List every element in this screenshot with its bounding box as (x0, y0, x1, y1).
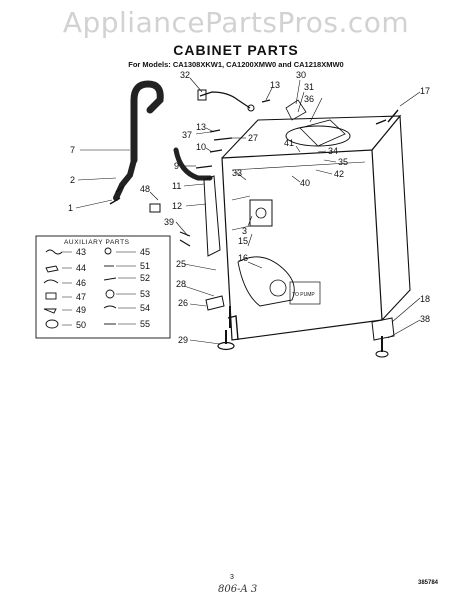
callout-29: 29 (178, 335, 188, 345)
callout-46: 46 (76, 278, 86, 288)
callout-43: 43 (76, 247, 86, 257)
callout-25: 25 (176, 259, 186, 269)
callout-55: 55 (140, 319, 150, 329)
callout-51: 51 (140, 261, 150, 271)
callout-37: 37 (182, 130, 192, 140)
callout-15: 15 (238, 236, 248, 246)
callout-28: 28 (176, 279, 186, 289)
callout-labels: 32 13 30 31 36 17 7 37 27 13 10 41 34 35… (68, 70, 430, 345)
callout-48: 48 (140, 184, 150, 194)
wire-harness (199, 91, 251, 109)
callout-2: 2 (70, 175, 75, 185)
callout-34: 34 (328, 146, 338, 156)
callout-53: 53 (140, 289, 150, 299)
callout-45: 45 (140, 247, 150, 257)
callout-44: 44 (76, 263, 86, 273)
callout-13: 13 (270, 80, 280, 90)
callout-36: 36 (304, 94, 314, 104)
callout-7: 7 (70, 145, 75, 155)
auxiliary-parts-title: AUXILIARY PARTS (64, 239, 130, 246)
auxiliary-parts-box (35, 235, 171, 339)
callout-35: 35 (338, 157, 348, 167)
callout-11: 11 (172, 181, 181, 191)
callout-38: 38 (420, 314, 430, 324)
rear-panel-bracket (203, 175, 221, 257)
document-code: 385784 (418, 580, 439, 586)
callout-49: 49 (76, 305, 86, 315)
callout-16: 16 (238, 253, 248, 263)
callout-41: 41 (284, 138, 294, 148)
callout-9: 9 (174, 161, 179, 171)
callout-47: 47 (76, 292, 86, 302)
callout-3: 3 (242, 226, 247, 236)
page-title: CABINET PARTS (173, 42, 299, 58)
callout-39: 39 (164, 217, 174, 227)
callout-52: 52 (140, 273, 150, 283)
model-subtitle: For Models: CA1308XKW1, CA1200XMW0 and C… (128, 60, 344, 69)
callout-27: 27 (248, 133, 258, 143)
callout-31: 31 (304, 82, 314, 92)
callout-12: 12 (172, 201, 182, 211)
timer-box (249, 199, 273, 227)
callout-32: 32 (180, 70, 190, 80)
callout-54: 54 (140, 303, 150, 313)
callout-18: 18 (420, 294, 430, 304)
callout-33: 33 (232, 168, 242, 178)
callout-1: 1 (68, 203, 73, 213)
callout-17: 17 (420, 86, 430, 96)
callout-13b: 13 (196, 122, 206, 132)
handwritten-note: 806-A 3 (218, 584, 258, 595)
inlet-hose (173, 147, 213, 181)
callout-26: 26 (178, 298, 188, 308)
callout-50: 50 (76, 320, 86, 330)
callout-30: 30 (296, 70, 306, 80)
drain-hose (130, 80, 164, 164)
callout-10: 10 (196, 142, 206, 152)
to-pump-label-box (289, 281, 321, 305)
callout-42: 42 (334, 169, 344, 179)
to-pump-label: TO PUMP (292, 292, 315, 298)
callout-40: 40 (300, 178, 310, 188)
site-watermark: AppliancePartsPros.com (62, 6, 410, 39)
page-number: 3 (230, 574, 234, 581)
